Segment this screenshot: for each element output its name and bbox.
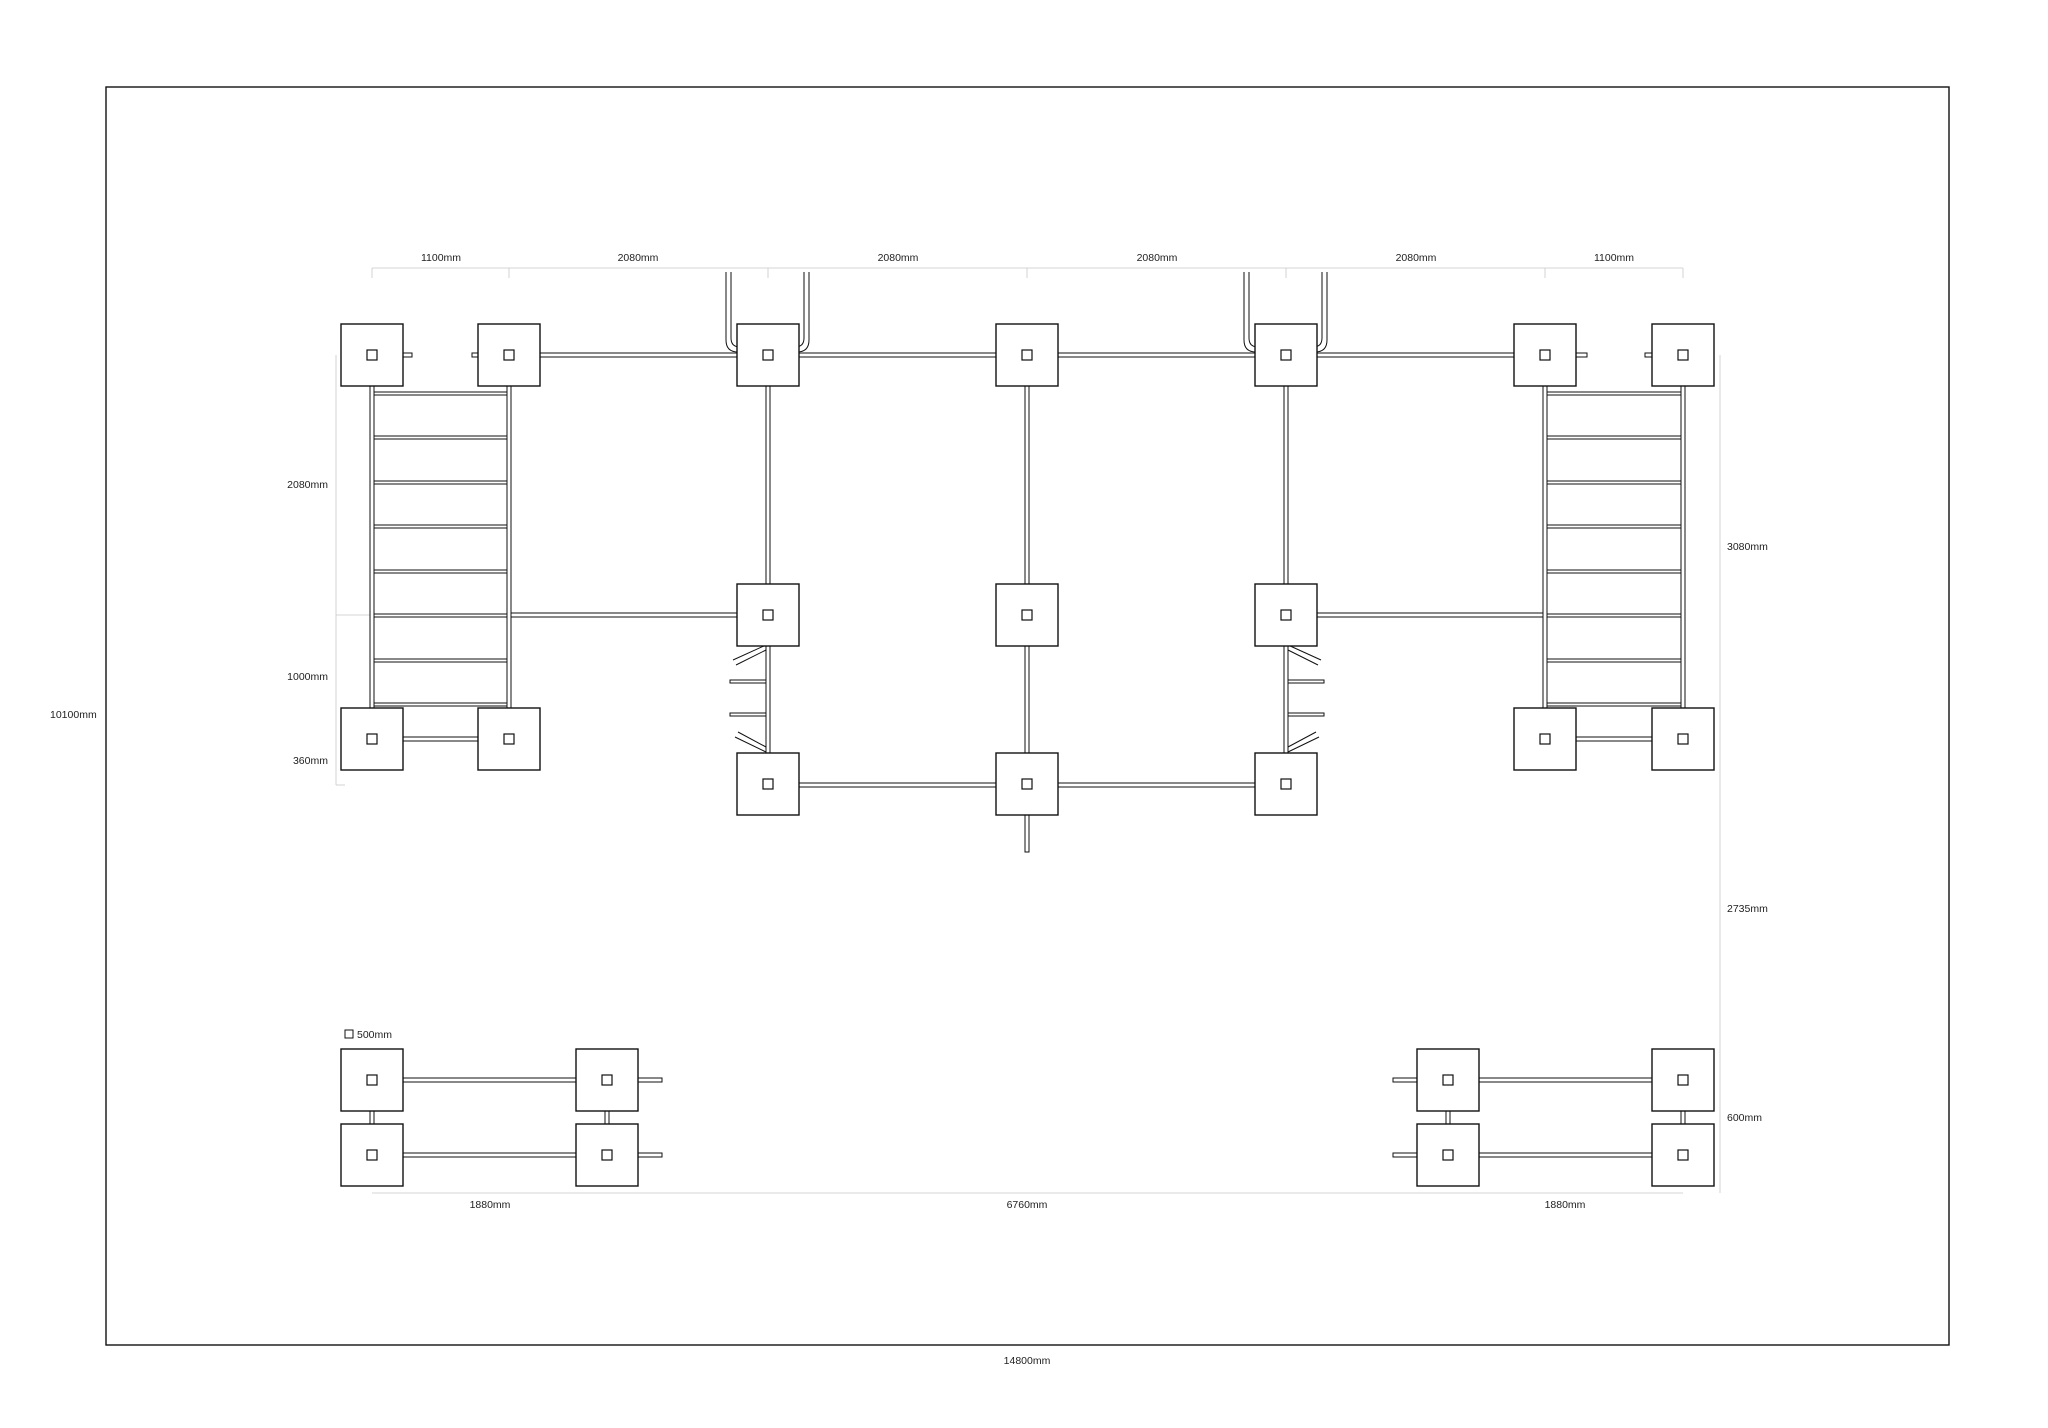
dim-top-1: 1100mm xyxy=(421,252,461,264)
dimension-lines xyxy=(335,267,1721,1194)
dim-overall-width: 14800mm xyxy=(1004,1355,1051,1367)
column-mid-right xyxy=(1283,354,1289,786)
dim-overall-height: 10100mm xyxy=(50,709,97,721)
mid-bar-right xyxy=(1287,612,1544,618)
dim-right-1: 3080mm xyxy=(1727,541,1768,553)
column-right-outer xyxy=(1680,354,1686,741)
dim-top-4: 2080mm xyxy=(1137,252,1178,264)
footing-pad xyxy=(340,707,404,771)
dim-right-3: 600mm xyxy=(1727,1112,1762,1124)
side-pegs xyxy=(729,644,1325,753)
column-mid-left xyxy=(765,354,771,786)
dim-left-2: 1000mm xyxy=(287,671,328,683)
dim-top-5: 2080mm xyxy=(1396,252,1437,264)
drawing-frame xyxy=(105,86,1950,1346)
dim-top-3: 2080mm xyxy=(878,252,919,264)
ladder-rungs xyxy=(373,391,1682,707)
dim-right-2: 2735mm xyxy=(1727,903,1768,915)
dim-left-3: 360mm xyxy=(293,755,328,767)
posts xyxy=(366,349,1689,1161)
column-right-inner xyxy=(1542,354,1548,741)
ladder-right xyxy=(1546,391,1682,707)
dimension-labels: 1100mm 2080mm 2080mm 2080mm 2080mm 1100m… xyxy=(50,252,1768,1367)
dim-top-2: 2080mm xyxy=(618,252,659,264)
dim-bottom-3: 1880mm xyxy=(1545,1199,1586,1211)
pad-size-legend-square xyxy=(344,1029,354,1039)
column-left-inner xyxy=(506,354,512,741)
column-left-outer xyxy=(369,354,375,741)
dim-bottom-2: 6760mm xyxy=(1007,1199,1048,1211)
mid-bar-left xyxy=(510,612,767,618)
dim-bottom-1: 1880mm xyxy=(470,1199,511,1211)
ladder-left xyxy=(373,391,508,707)
dim-left-1: 2080mm xyxy=(287,479,328,491)
dim-pad-size: 500mm xyxy=(357,1029,392,1041)
lower-bar-groups xyxy=(369,1077,1686,1158)
dim-top-6: 1100mm xyxy=(1594,252,1634,264)
